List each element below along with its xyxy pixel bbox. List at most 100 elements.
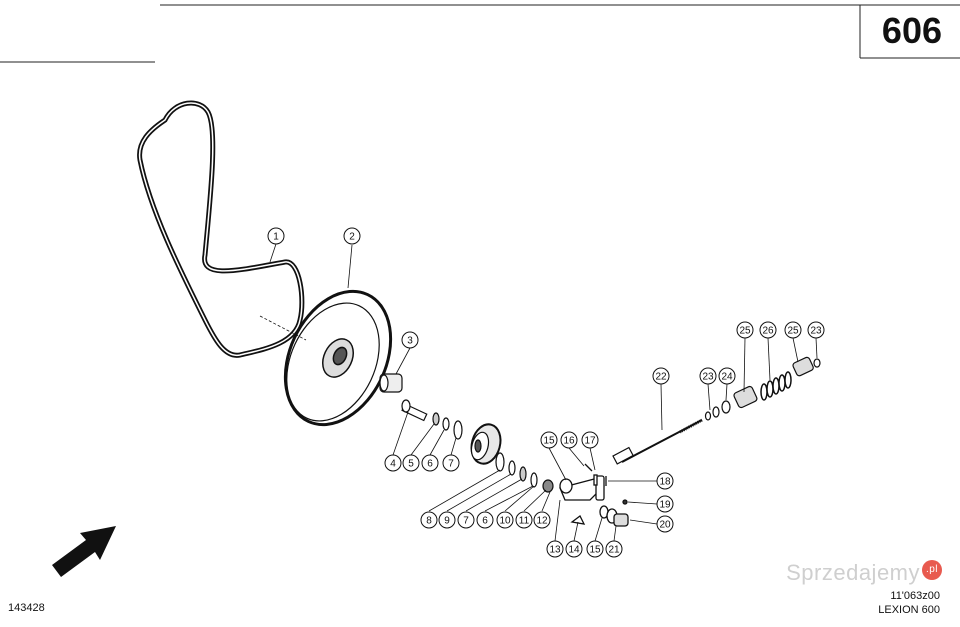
watermark-text: Sprzedajemy — [786, 560, 920, 585]
callout-circle — [759, 321, 777, 339]
spring — [760, 371, 792, 401]
callout-circle — [586, 540, 604, 558]
callout-label: 24 — [721, 372, 733, 383]
callout-label: 23 — [702, 372, 714, 383]
callout-circle — [533, 511, 551, 529]
tensioner-arm — [559, 463, 629, 527]
callout-label: 6 — [427, 459, 433, 470]
callout-circle — [420, 511, 438, 529]
pulley-wheel — [283, 289, 393, 427]
callout-label: 7 — [463, 516, 469, 527]
callout-label: 21 — [608, 545, 620, 556]
callout-circle — [402, 454, 420, 472]
model-name: LEXION 600 — [878, 604, 940, 616]
callout-13: 13 — [546, 540, 564, 558]
callout-circle — [384, 454, 402, 472]
callout-circle — [421, 454, 439, 472]
callout-label: 8 — [426, 516, 432, 527]
small-parts — [401, 399, 554, 493]
callout-label: 6 — [482, 516, 488, 527]
direction-arrow-icon — [52, 526, 116, 577]
callout-7: 7 — [457, 511, 475, 529]
callout-18: 18 — [656, 472, 674, 490]
callout-label: 26 — [762, 326, 774, 337]
hub — [379, 373, 403, 393]
callout-8: 8 — [420, 511, 438, 529]
callout-label: 7 — [448, 459, 454, 470]
callout-label: 5 — [408, 459, 414, 470]
callout-circle — [581, 431, 599, 449]
watermark: Sprzedajemy.pl — [786, 560, 942, 586]
callout-label: 1 — [273, 232, 279, 243]
callout-7: 7 — [442, 454, 460, 472]
callout-circle — [605, 540, 623, 558]
callout-circle — [652, 367, 670, 385]
page-frame — [0, 4, 960, 63]
callout-label: 16 — [563, 436, 575, 447]
callout-1: 1 — [267, 227, 285, 245]
callout-11: 11 — [515, 511, 533, 529]
callout-label: 2 — [349, 232, 355, 243]
callout-circle — [699, 367, 717, 385]
callout-circle — [438, 511, 456, 529]
callout-26: 26 — [759, 321, 777, 339]
callout-circle — [442, 454, 460, 472]
watermark-logo: .pl — [922, 560, 942, 580]
callout-10: 10 — [496, 511, 514, 529]
callout-label: 12 — [536, 516, 548, 527]
page-number: 606 — [881, 10, 942, 51]
callout-circle — [736, 321, 754, 339]
callout-24: 24 — [718, 367, 736, 385]
callout-label: 4 — [390, 459, 396, 470]
callout-12: 12 — [533, 511, 551, 529]
callout-label: 20 — [659, 520, 671, 531]
callout-label: 19 — [659, 500, 671, 511]
callout-circle — [343, 227, 361, 245]
callout-17: 17 — [581, 431, 599, 449]
callout-circle — [656, 495, 674, 513]
callout-2: 2 — [343, 227, 361, 245]
callout-circle — [540, 431, 558, 449]
callout-circle — [565, 540, 583, 558]
figure-code: 11'063z00 — [890, 590, 940, 602]
callout-4: 4 — [384, 454, 402, 472]
callout-circle — [784, 321, 802, 339]
drawing-reference: 143428 — [8, 602, 45, 614]
tension-rod-assembly — [612, 356, 821, 465]
callout-label: 17 — [584, 436, 596, 447]
callout-6: 6 — [421, 454, 439, 472]
callout-label: 25 — [739, 326, 751, 337]
callout-label: 15 — [589, 545, 601, 556]
leader-lines — [259, 243, 818, 542]
callout-21: 21 — [605, 540, 623, 558]
callout-circle — [656, 472, 674, 490]
callout-label: 3 — [407, 336, 413, 347]
callout-22: 22 — [652, 367, 670, 385]
callout-25: 25 — [736, 321, 754, 339]
callout-label: 18 — [659, 477, 671, 488]
callout-label: 22 — [655, 372, 667, 383]
callout-circle — [546, 540, 564, 558]
callout-25: 25 — [784, 321, 802, 339]
callout-label: 14 — [568, 545, 580, 556]
callout-label: 15 — [543, 436, 555, 447]
callout-20: 20 — [656, 515, 674, 533]
callout-15: 15 — [586, 540, 604, 558]
callout-6: 6 — [476, 511, 494, 529]
callout-circle — [656, 515, 674, 533]
callout-circle — [401, 331, 419, 349]
callout-circle — [457, 511, 475, 529]
callout-circle — [807, 321, 825, 339]
callout-23: 23 — [699, 367, 717, 385]
callout-9: 9 — [438, 511, 456, 529]
callout-16: 16 — [560, 431, 578, 449]
callout-3: 3 — [401, 331, 419, 349]
callout-label: 23 — [810, 326, 822, 337]
callout-circle — [476, 511, 494, 529]
callout-label: 13 — [549, 545, 561, 556]
callout-circle — [560, 431, 578, 449]
callout-23: 23 — [807, 321, 825, 339]
